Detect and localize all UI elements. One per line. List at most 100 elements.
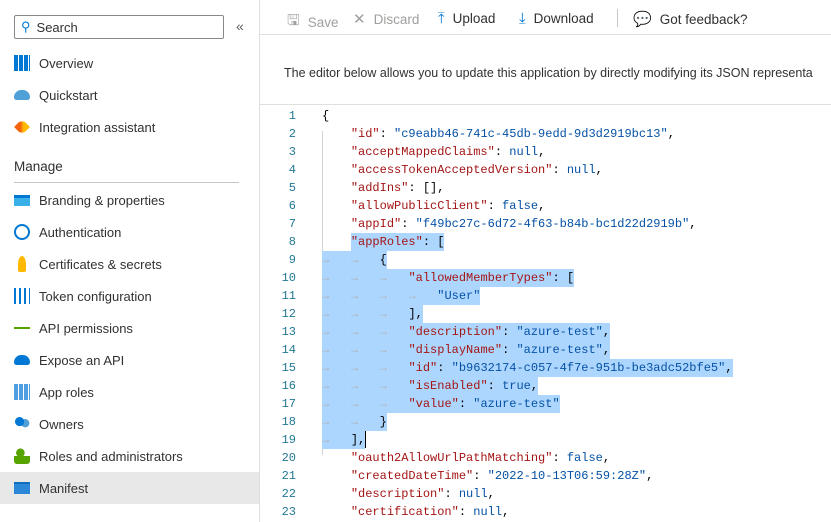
upload-button[interactable]: ⤒ Upload — [438, 10, 495, 27]
json-editor[interactable]: 1{2 "id": "c9eabb46-741c-45db-9edd-9d3d2… — [260, 104, 831, 522]
code-line[interactable]: → → } — [322, 413, 387, 431]
json-punctuation: : — [473, 469, 488, 483]
sidebar-item-quickstart[interactable]: Quickstart — [0, 79, 259, 111]
sidebar-item-branding-properties[interactable]: Branding & properties — [0, 184, 259, 216]
line-number: 18 — [281, 415, 296, 429]
sidebar-item-expose-an-api[interactable]: Expose an API — [0, 344, 259, 376]
sidebar-item-api-permissions[interactable]: API permissions — [0, 312, 259, 344]
sidebar-item-token-configuration[interactable]: Token configuration — [0, 280, 259, 312]
upload-label: Upload — [452, 11, 496, 26]
json-literal: true — [502, 377, 531, 395]
code-line[interactable]: "description": null, — [322, 485, 495, 503]
indent: → — [350, 305, 380, 323]
json-punctuation: : [ — [422, 233, 445, 251]
search-input[interactable] — [36, 19, 207, 35]
indent — [322, 485, 351, 503]
sidebar-item-label: Expose an API — [39, 352, 125, 368]
save-button[interactable]: 🖫Save — [287, 10, 339, 35]
discard-label: Discard — [373, 11, 420, 27]
json-punctuation: : — [502, 341, 517, 359]
feedback-button[interactable]: 💬Got feedback? — [633, 10, 748, 28]
search-box[interactable]: ⚲ — [14, 15, 224, 39]
code-line[interactable]: "id": "c9eabb46-741c-45db-9edd-9d3d2919b… — [322, 125, 675, 143]
key-icon — [18, 256, 26, 272]
line-number: 14 — [281, 343, 296, 357]
json-key: "allowPublicClient" — [350, 199, 488, 213]
line-number: 19 — [281, 433, 296, 447]
sidebar-item-authentication[interactable]: Authentication — [0, 216, 259, 248]
indent: → — [350, 377, 380, 395]
code-line[interactable]: "appRoles": [ — [322, 233, 445, 251]
code-line[interactable]: → → → "description": "azure-test", — [322, 323, 611, 341]
sidebar-item-label: Branding & properties — [39, 192, 165, 208]
code-line[interactable]: "certification": null, — [322, 503, 509, 521]
json-punctuation: , — [487, 487, 495, 501]
json-punctuation: : — [502, 323, 517, 341]
sidebar-item-label: Quickstart — [39, 87, 98, 103]
sidebar-item-overview[interactable]: Overview — [0, 47, 259, 79]
toolbar: 🖫Save ✕ Discard ⤒ Upload ⤓Download 💬Got fe… — [260, 0, 831, 35]
indent: → — [350, 341, 380, 359]
indent: → — [379, 269, 409, 287]
json-key: "oauth2AllowUrlPathMatching" — [350, 451, 553, 465]
code-line[interactable]: → → → "isEnabled": true, — [322, 377, 539, 395]
sidebar-item-owners[interactable]: Owners — [0, 408, 259, 440]
json-punctuation: : — [401, 217, 416, 231]
sidebar-item-label: Certificates & secrets — [39, 256, 162, 272]
sidebar-item-app-roles[interactable]: App roles — [0, 376, 259, 408]
code-line[interactable]: "addIns": [], — [322, 179, 445, 197]
json-key: "createdDateTime" — [350, 469, 474, 483]
indent: → — [322, 359, 351, 377]
upload-icon: ⤒ — [438, 10, 445, 27]
line-number: 9 — [288, 253, 296, 267]
code-line[interactable]: → → → → "User" — [322, 287, 481, 305]
code-line[interactable]: "createdDateTime": "2022-10-13T06:59:28Z… — [322, 467, 653, 485]
json-literal: null — [458, 487, 488, 501]
sidebar-item-certificates-secrets[interactable]: Certificates & secrets — [0, 248, 259, 280]
sidebar-item-label: Owners — [39, 416, 84, 432]
json-literal: null — [509, 145, 539, 159]
code-line[interactable]: "oauth2AllowUrlPathMatching": false, — [322, 449, 610, 467]
code-line[interactable]: → → → "value": "azure-test" — [322, 395, 560, 413]
line-number: 22 — [281, 487, 296, 501]
indent: → — [322, 395, 351, 413]
json-punctuation: { — [322, 109, 330, 123]
collapse-sidebar-icon[interactable]: « — [236, 18, 244, 34]
json-punctuation: , — [530, 377, 539, 395]
json-punctuation: : [ — [552, 269, 575, 287]
discard-button[interactable]: ✕ Discard — [353, 10, 419, 28]
indent: → — [322, 287, 351, 305]
feedback-label: Got feedback? — [659, 11, 748, 27]
json-punctuation: : — [552, 163, 567, 177]
json-key: "id" — [350, 127, 380, 141]
code-line[interactable]: → → { — [322, 251, 387, 269]
code-line[interactable]: "accessTokenAcceptedVersion": null, — [322, 161, 603, 179]
json-key: "isEnabled" — [408, 377, 488, 395]
code-line[interactable]: "acceptMappedClaims": null, — [322, 143, 545, 161]
line-number: 15 — [281, 361, 296, 375]
sidebar-item-roles-and-administrators[interactable]: Roles and administrators — [0, 440, 259, 472]
code-line[interactable]: → → → "displayName": "azure-test", — [322, 341, 611, 359]
token-icon — [14, 288, 30, 304]
code-line[interactable]: → → → ], — [322, 305, 423, 323]
code-line[interactable]: → → → "id": "b9632174-c057-4f7e-951b-be3… — [322, 359, 733, 377]
json-string: "User" — [437, 287, 481, 305]
json-literal: null — [566, 163, 596, 177]
sidebar-item-integration-assistant[interactable]: Integration assistant — [0, 111, 259, 143]
sidebar-item-label: Authentication — [39, 224, 122, 240]
sidebar-item-manifest[interactable]: Manifest — [0, 472, 259, 504]
indent: → — [379, 341, 409, 359]
code-line[interactable]: → ], — [322, 431, 367, 449]
code-line[interactable]: { — [322, 107, 329, 125]
discard-icon: ✕ — [353, 11, 366, 28]
code-line[interactable]: "allowPublicClient": false, — [322, 197, 545, 215]
toolbar-separator — [617, 9, 618, 27]
line-number: 11 — [281, 289, 296, 303]
download-button[interactable]: ⤓Download — [519, 10, 594, 27]
indent — [322, 179, 351, 197]
code-line[interactable]: "appId": "f49bc27c-6d72-4f63-b84b-bc1d22… — [322, 215, 697, 233]
indent: → — [379, 305, 409, 323]
code-line[interactable]: → → → "allowedMemberTypes": [ — [322, 269, 575, 287]
editor-description: The editor below allows you to update th… — [284, 66, 813, 80]
